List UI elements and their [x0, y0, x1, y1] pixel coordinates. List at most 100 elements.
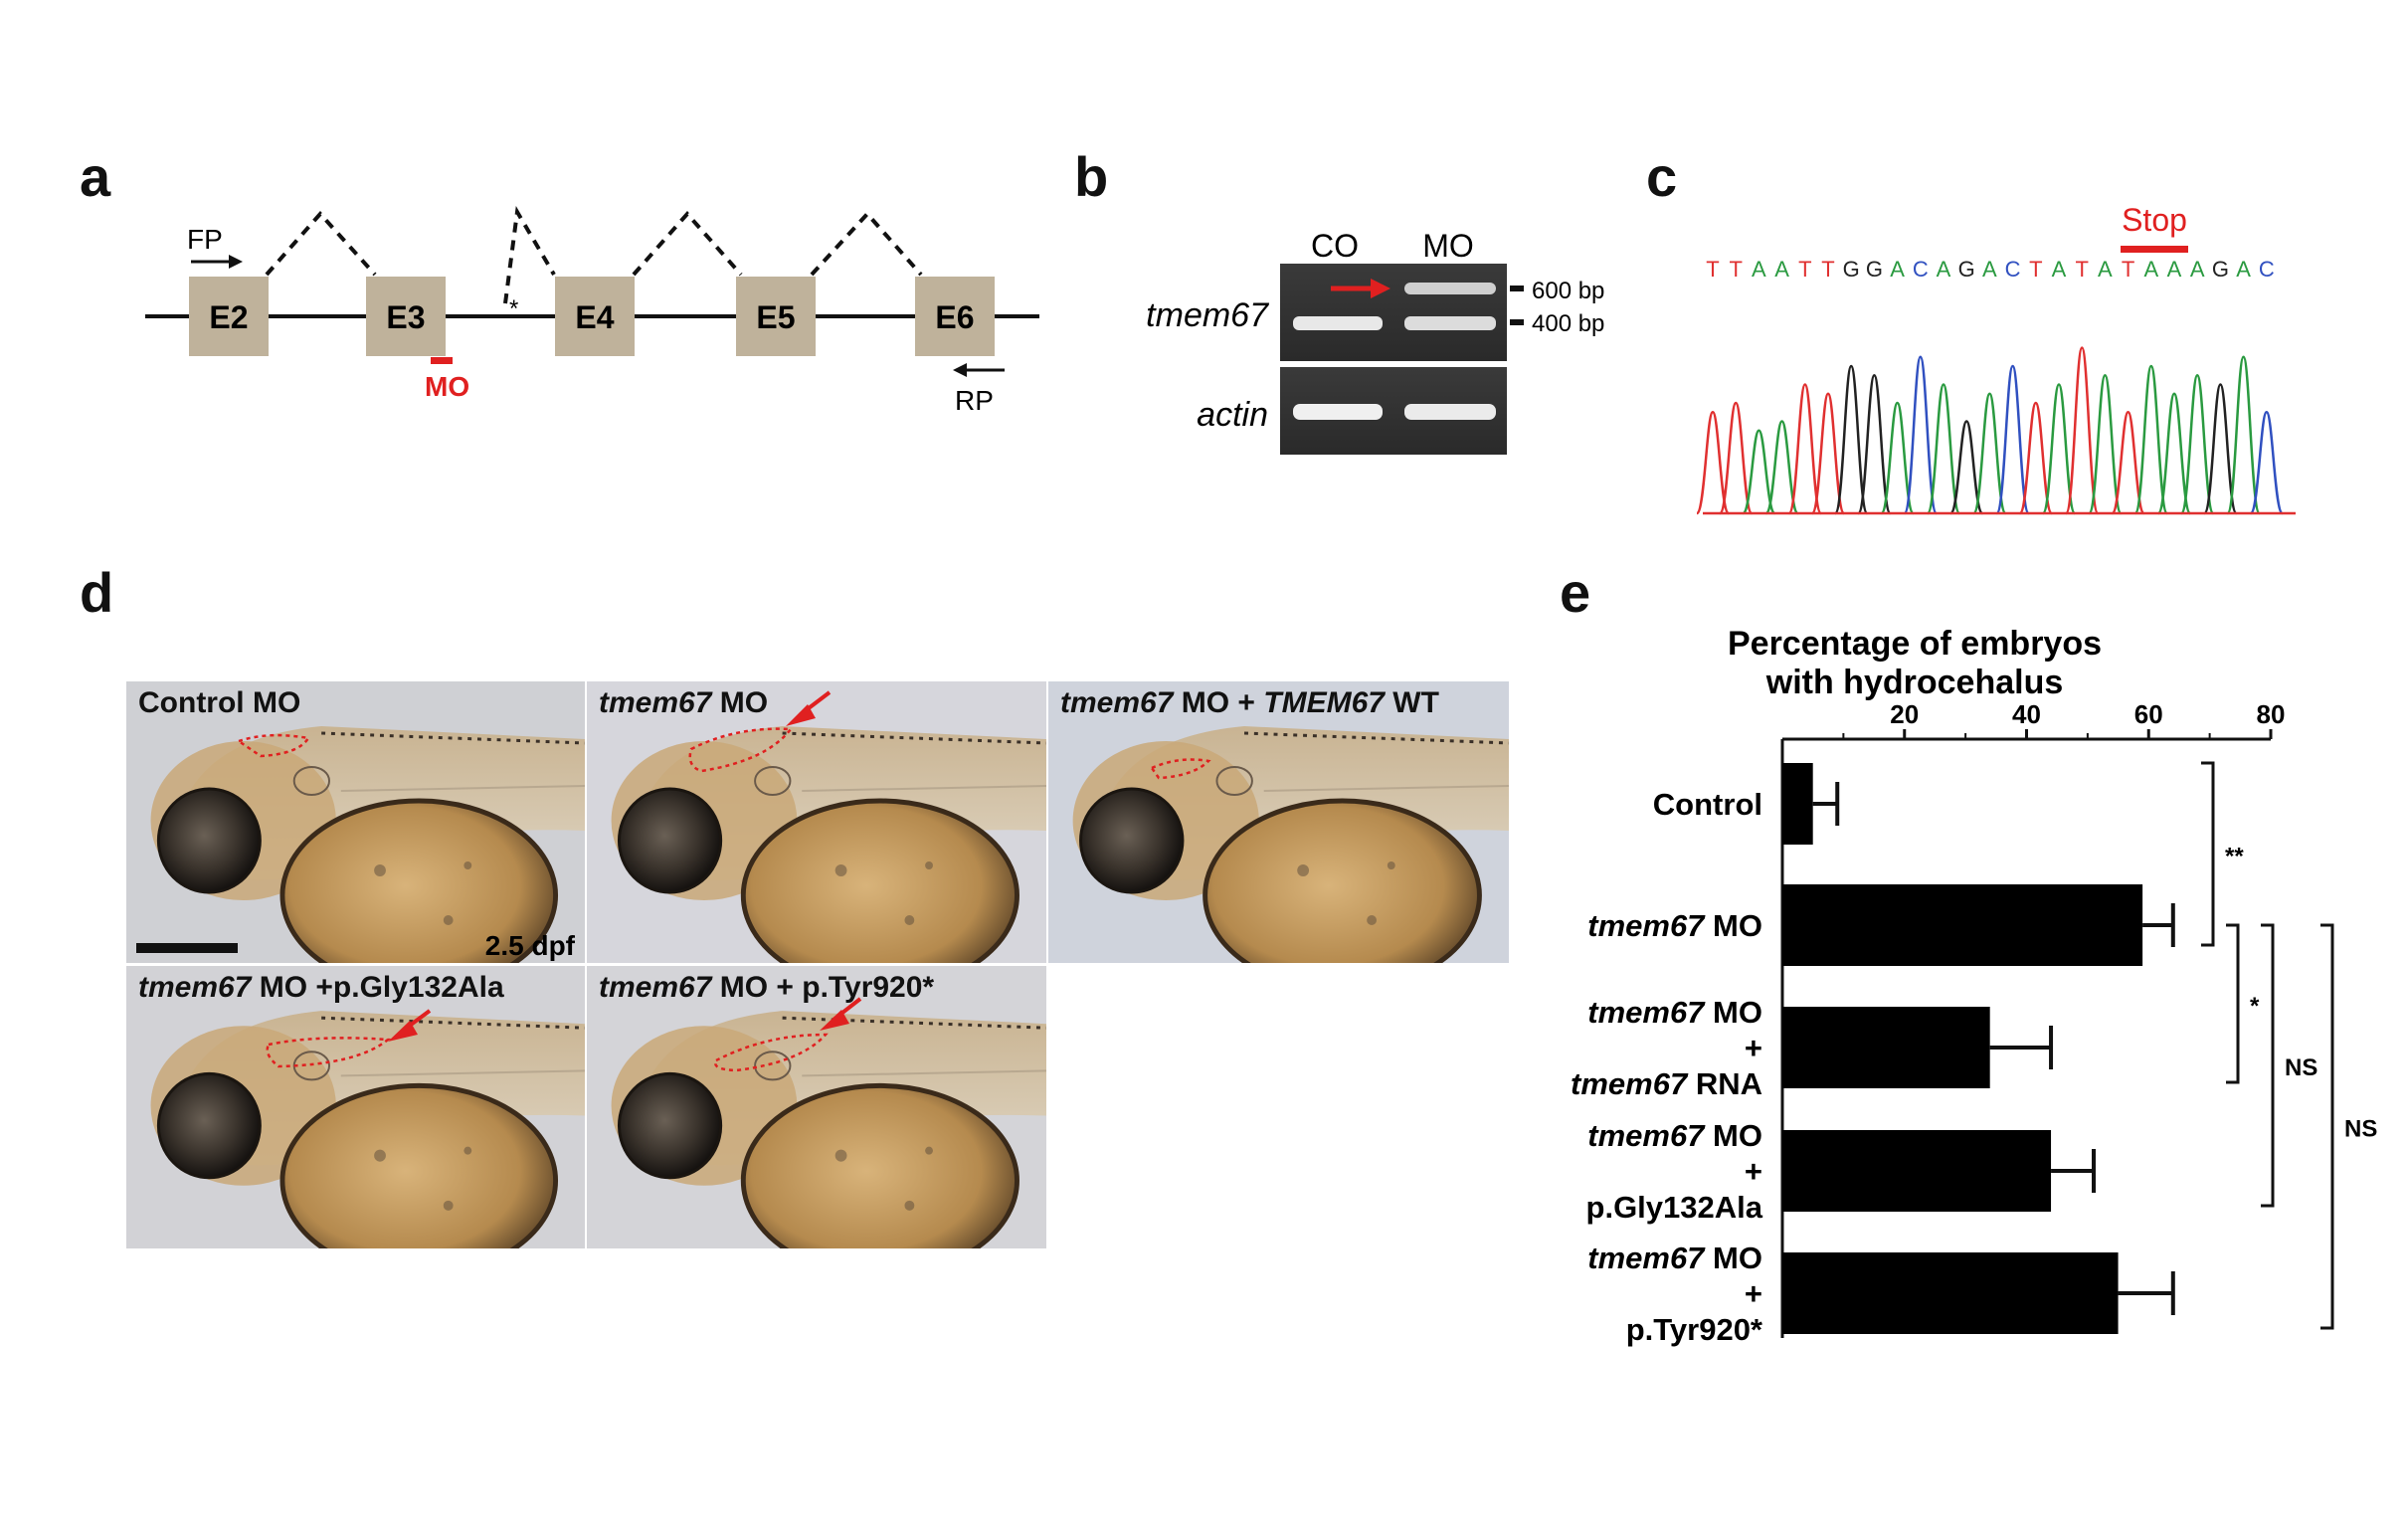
chromatogram-peak: [2111, 410, 2145, 515]
category-label: p.Gly132Ala: [1586, 1190, 1763, 1225]
sequence-base: T: [2029, 257, 2042, 282]
morpholino-target: MO: [425, 357, 469, 402]
chromatogram-peak: [1695, 410, 1731, 515]
category-label: tmem67 MO: [1587, 1241, 1762, 1275]
stage-label: 2.5 dpf: [485, 930, 576, 961]
chromatogram-peak: [1948, 420, 1984, 515]
chromatogram-peak: [2226, 355, 2261, 515]
panel-a-letter: a: [80, 145, 111, 208]
sequence-base: A: [2052, 257, 2067, 282]
chromatogram-peak: [1926, 383, 1961, 515]
x-tick-label: 60: [2134, 699, 2163, 729]
exon-e5: E5: [736, 277, 816, 356]
panel-b-letter: b: [1074, 145, 1108, 208]
chromatogram-peak: [1718, 401, 1754, 515]
sequence-base: G: [1958, 257, 1975, 282]
chromatogram-peak: [2088, 373, 2123, 515]
significance-bracket: [2201, 761, 2215, 947]
x-tick-label: 20: [1890, 699, 1919, 729]
photo-control-mo: 2.5 dpf Control MO: [126, 681, 585, 963]
reverse-primer: RP: [953, 363, 1005, 416]
svg-text:RP: RP: [955, 385, 994, 416]
significance-label: NS: [2285, 1054, 2317, 1081]
exon-e2: E2: [189, 277, 269, 356]
significance-bracket: [2320, 923, 2334, 1330]
chromatogram-peak: [1787, 383, 1823, 515]
svg-text:MO: MO: [425, 371, 469, 402]
scale-bar: [136, 943, 238, 953]
chromatogram-peak: [1995, 364, 2030, 515]
exon-e4: E4: [555, 277, 635, 356]
sequence-base: G: [1866, 257, 1883, 282]
chromatogram-peak: [1742, 429, 1776, 515]
photo-tmem67-mo-gly132ala: tmem67 MO +p.Gly132Ala: [126, 966, 585, 1248]
sequence-base: T: [1729, 257, 1742, 282]
marker-600bp: 600 bp: [1532, 278, 1604, 304]
sequence-base: A: [1752, 257, 1766, 282]
category-label: +: [1745, 1031, 1762, 1065]
hydrocephalus-bar-chart: Percentage of embryos with hydrocehalus …: [1571, 625, 2377, 1347]
category-label: +: [1745, 1154, 1762, 1189]
rt-pcr-gel: CO MO tmem67 actin 600 bp 400 bp: [1146, 228, 1604, 455]
photo-label-1: Control MO: [138, 686, 300, 719]
embryo-photo-grid: 2.5 dpf Control MO tmem67 MO tmem67 MO +…: [126, 681, 1509, 1248]
stop-label: Stop: [2122, 202, 2187, 238]
significance-label: NS: [2344, 1116, 2377, 1143]
sequence-base: G: [1843, 257, 1860, 282]
exon-e3: E3: [366, 277, 446, 356]
sequence-base: A: [2190, 257, 2205, 282]
bar: [1782, 763, 1813, 845]
photo-label-3: tmem67 MO + TMEM67 WT: [1060, 686, 1439, 719]
category-label: +: [1745, 1276, 1762, 1311]
chromatogram-peak: [2203, 383, 2238, 515]
sequence-base: T: [1821, 257, 1834, 282]
sequence-base: A: [1774, 257, 1789, 282]
chromatogram-peak: [1833, 364, 1869, 515]
gene-structure-diagram: * E2 E3 E4 E5 E6 FP: [145, 205, 1039, 416]
chart-title-line-2: with hydrocehalus: [1765, 664, 2064, 701]
sequence-base: A: [1890, 257, 1905, 282]
sequence-base: A: [2098, 257, 2113, 282]
chromatogram-peak: [2018, 401, 2054, 515]
category-label: tmem67 MO: [1587, 995, 1762, 1030]
bar: [1782, 1007, 1990, 1088]
category-label: tmem67 MO: [1587, 908, 1762, 943]
x-tick-label: 40: [2012, 699, 2041, 729]
photo-tmem67-mo-wt: tmem67 MO + TMEM67 WT: [1048, 681, 1509, 963]
svg-text:E2: E2: [209, 299, 248, 335]
svg-text:E5: E5: [756, 299, 795, 335]
sequence-base: A: [1937, 257, 1951, 282]
svg-text:E3: E3: [386, 299, 425, 335]
bar: [1782, 1130, 2052, 1212]
panel-e-letter: e: [1560, 561, 1590, 624]
exon-e6: E6: [915, 277, 995, 356]
sequence-base: T: [1706, 257, 1719, 282]
category-label: Control: [1653, 787, 1762, 822]
lane-co-label: CO: [1311, 228, 1359, 264]
x-tick-label: 80: [2257, 699, 2286, 729]
photo-label-2: tmem67 MO: [599, 686, 768, 719]
chromatogram-peak: [2156, 392, 2192, 515]
chromatogram-peak: [1880, 401, 1915, 515]
chart-title-line-1: Percentage of embryos: [1728, 625, 2102, 663]
sequence-base: A: [2167, 257, 2182, 282]
svg-text:E4: E4: [575, 299, 614, 335]
chromatogram-peak: [1810, 392, 1846, 515]
chromatogram-peak: [1857, 373, 1892, 515]
marker-400bp: 400 bp: [1532, 310, 1604, 337]
category-label: tmem67 RNA: [1571, 1066, 1762, 1101]
significance-bracket: [2261, 923, 2275, 1208]
significance-bracket: [2226, 923, 2240, 1084]
chromatogram-peak: [2133, 364, 2169, 515]
svg-text:E6: E6: [935, 299, 974, 335]
sequence-base: A: [2143, 257, 2158, 282]
photo-label-4: tmem67 MO +p.Gly132Ala: [138, 971, 504, 1004]
lane-mo-label: MO: [1422, 228, 1474, 264]
category-label: tmem67 MO: [1587, 1118, 1762, 1153]
forward-primer: FP: [187, 224, 243, 269]
sequence-base: C: [2005, 257, 2021, 282]
bar: [1782, 1252, 2119, 1334]
chromatogram-peak: [1972, 392, 2007, 515]
chromatogram-peak: [2041, 383, 2077, 515]
